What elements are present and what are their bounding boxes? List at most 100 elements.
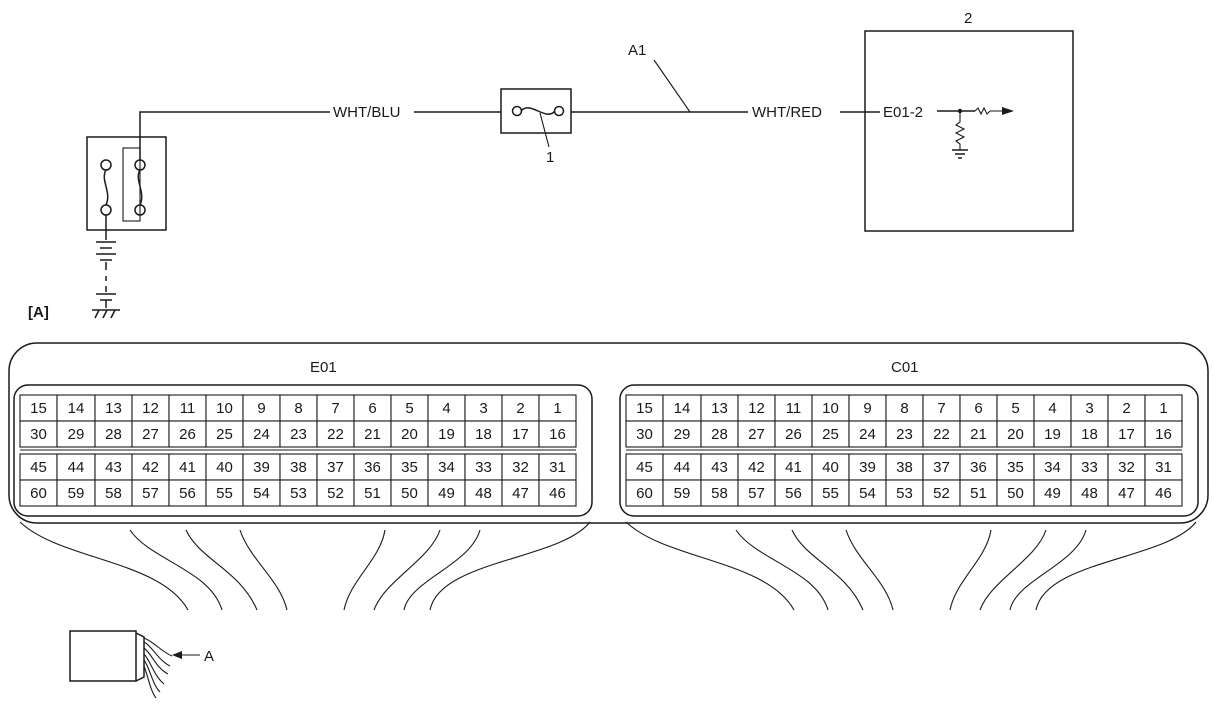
pin-label-e01-49: 49	[438, 485, 455, 502]
pin-label-c01-33: 33	[1081, 459, 1098, 476]
pin-cell-c01-31	[1144, 453, 1183, 481]
pin-cell-c01-8	[885, 394, 924, 422]
pin-label-c01-28: 28	[711, 426, 728, 443]
pin-label-e01-32: 32	[512, 459, 529, 476]
pin-label-e01-16: 16	[549, 426, 566, 443]
pin-cell-c01-22	[922, 420, 961, 448]
module-callout: 2	[964, 10, 972, 27]
pin-label-c01-47: 47	[1118, 485, 1135, 502]
pin-label-e01-27: 27	[142, 426, 159, 443]
pin-label-e01-57: 57	[142, 485, 159, 502]
pin-cell-c01-56	[774, 479, 813, 507]
pin-label-e01-33: 33	[475, 459, 492, 476]
pin-label-c01-41: 41	[785, 459, 802, 476]
pin-label-c01-15: 15	[636, 400, 653, 417]
control-module	[864, 30, 1074, 232]
pin-cell-e01-51	[353, 479, 392, 507]
pin-cell-c01-34	[1033, 453, 1072, 481]
pin-cell-e01-57	[131, 479, 170, 507]
pin-label-e01-17: 17	[512, 426, 529, 443]
pin-label-e01-39: 39	[253, 459, 270, 476]
pin-label-c01-2: 2	[1122, 400, 1130, 417]
pin-label-e01-59: 59	[68, 485, 85, 502]
pin-label-e01-43: 43	[105, 459, 122, 476]
pin-label-c01-31: 31	[1155, 459, 1172, 476]
pin-label-e01-51: 51	[364, 485, 381, 502]
pin-cell-e01-18	[464, 420, 503, 448]
pin-label-e01-52: 52	[327, 485, 344, 502]
pin-cell-c01-40	[811, 453, 850, 481]
pin-cell-e01-7	[316, 394, 355, 422]
pin-label-c01-12: 12	[748, 400, 765, 417]
pin-label-e01-4: 4	[442, 400, 450, 417]
pin-label-e01-21: 21	[364, 426, 381, 443]
pin-label-e01-13: 13	[105, 400, 122, 417]
pin-label-e01-48: 48	[475, 485, 492, 502]
pin-cell-e01-9	[242, 394, 281, 422]
pin-label-c01-50: 50	[1007, 485, 1024, 502]
pin-label-e01-46: 46	[549, 485, 566, 502]
pin-label-e01-44: 44	[68, 459, 85, 476]
connector-e01-title: E01	[310, 359, 337, 376]
pin-label-e01-38: 38	[290, 459, 307, 476]
pin-label-e01-40: 40	[216, 459, 233, 476]
pin-label-e01-56: 56	[179, 485, 196, 502]
pin-label-e01-26: 26	[179, 426, 196, 443]
wire-id-label: A1	[628, 42, 646, 59]
pin-label-c01-51: 51	[970, 485, 987, 502]
pin-label-c01-14: 14	[674, 400, 691, 417]
pin-label-e01-6: 6	[368, 400, 376, 417]
pin-cell-e01-59	[56, 479, 96, 507]
pin-label-e01-23: 23	[290, 426, 307, 443]
pin-label-c01-55: 55	[822, 485, 839, 502]
pin-cell-e01-58	[94, 479, 133, 507]
pin-label-c01-1: 1	[1159, 400, 1167, 417]
pin-cell-e01-46	[538, 479, 577, 507]
pin-label-c01-27: 27	[748, 426, 765, 443]
fuse-box	[86, 136, 167, 231]
pin-label-e01-42: 42	[142, 459, 159, 476]
pin-cell-e01-29	[56, 420, 96, 448]
pin-label-c01-17: 17	[1118, 426, 1135, 443]
pin-label-e01-19: 19	[438, 426, 455, 443]
battery-ground-symbol	[92, 215, 120, 319]
module-terminal-label: E01-2	[883, 104, 923, 121]
pin-label-c01-11: 11	[786, 400, 802, 417]
pin-label-c01-6: 6	[974, 400, 982, 417]
pin-cell-c01-54	[848, 479, 887, 507]
pin-cell-c01-33	[1070, 453, 1109, 481]
pin-label-c01-35: 35	[1007, 459, 1024, 476]
pin-label-e01-50: 50	[401, 485, 418, 502]
pin-label-e01-58: 58	[105, 485, 122, 502]
pin-label-e01-54: 54	[253, 485, 270, 502]
harness-callout: A	[204, 648, 214, 665]
pin-label-c01-30: 30	[636, 426, 653, 443]
pin-cell-e01-35	[390, 453, 429, 481]
pin-cell-c01-53	[885, 479, 924, 507]
pin-label-c01-7: 7	[937, 400, 945, 417]
pin-cell-c01-29	[662, 420, 702, 448]
pin-label-e01-29: 29	[68, 426, 85, 443]
pin-cell-c01-49	[1033, 479, 1072, 507]
wire-id-leader	[653, 59, 691, 113]
view-label: [A]	[28, 304, 49, 321]
pin-cell-e01-31	[538, 453, 577, 481]
pin-cell-e01-17	[501, 420, 540, 448]
pin-label-e01-34: 34	[438, 459, 455, 476]
pin-label-c01-45: 45	[636, 459, 653, 476]
pin-label-c01-60: 60	[636, 485, 653, 502]
pin-label-c01-10: 10	[822, 400, 839, 417]
pin-label-e01-41: 41	[179, 459, 196, 476]
inline-fuse	[500, 88, 572, 148]
pin-label-c01-36: 36	[970, 459, 987, 476]
pin-cell-e01-1	[538, 394, 577, 422]
pin-label-c01-37: 37	[933, 459, 950, 476]
pin-cell-c01-60	[625, 479, 664, 507]
pin-cell-c01-18	[1070, 420, 1109, 448]
pin-cell-c01-16	[1144, 420, 1183, 448]
pin-cell-e01-44	[56, 453, 96, 481]
pin-label-c01-54: 54	[859, 485, 876, 502]
pin-label-e01-60: 60	[30, 485, 47, 502]
connector-c01-title: C01	[891, 359, 919, 376]
